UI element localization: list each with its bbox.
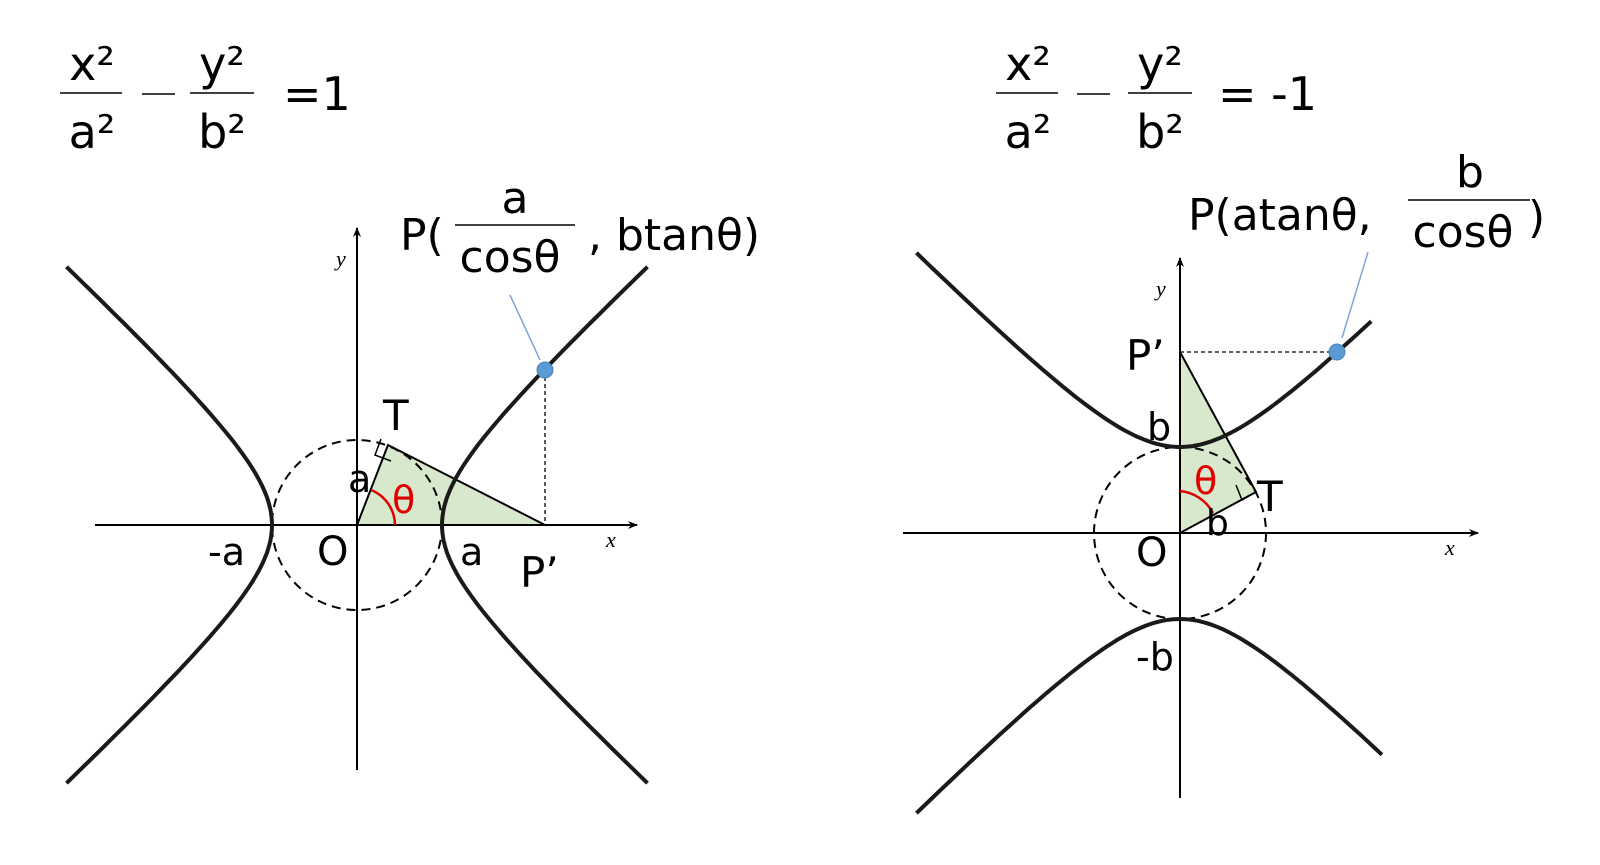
leader-line	[1341, 251, 1369, 339]
right-graph: P(atanθ, b cosθ ) P’ b θ T b O -b x y	[903, 147, 1545, 815]
hyperbola-branches	[65, 265, 649, 785]
label-theta: θ	[1194, 459, 1217, 503]
point-P	[1328, 343, 1346, 361]
right-angle-mark	[374, 438, 392, 462]
label-theta: θ	[392, 478, 415, 522]
eq-den-b2: b²	[1136, 105, 1184, 159]
eq-den-a2: a²	[69, 105, 116, 159]
label-O: O	[317, 529, 348, 575]
theta-arc	[1179, 489, 1215, 514]
label-neg-a: -a	[208, 530, 245, 574]
label-T: T	[382, 391, 409, 440]
label-O: O	[1136, 530, 1167, 576]
left-equation: x² a² y² b² =1	[60, 37, 351, 159]
auxiliary-circle	[1093, 446, 1267, 620]
label-x: x	[1444, 535, 1455, 560]
point-P-label-suffix: , btanθ)	[588, 210, 760, 261]
label-neg-b: -b	[1136, 635, 1174, 679]
point-P-label-suffix: )	[1528, 192, 1545, 243]
label-P-prime: P’	[1126, 331, 1165, 380]
eq-rhs: = -1	[1218, 67, 1317, 121]
eq-num-y2: y²	[199, 37, 245, 91]
label-y: y	[1154, 276, 1166, 301]
leader-line	[509, 294, 541, 361]
point-P-frac-num: a	[502, 173, 529, 224]
right-equation: x² a² y² b² = -1	[996, 37, 1317, 159]
label-P-prime: P’	[520, 548, 559, 597]
point-P-frac-den: cosθ	[460, 232, 561, 283]
point-P-label-prefix: P(atanθ,	[1188, 190, 1372, 241]
label-y: y	[334, 246, 346, 271]
label-b-axis: b	[1147, 405, 1171, 449]
label-T: T	[1256, 472, 1283, 521]
point-P-frac-num: b	[1456, 147, 1484, 198]
point-P-frac-den: cosθ	[1413, 207, 1514, 258]
label-a-axis: a	[460, 530, 483, 574]
eq-num-y2: y²	[1137, 37, 1183, 91]
label-b-side: b	[1206, 503, 1229, 544]
right-angle-mark	[1235, 484, 1253, 502]
left-graph: P( a cosθ , btanθ) T a θ -a O a P’ x y	[65, 173, 760, 785]
point-P	[536, 361, 554, 379]
label-x: x	[605, 527, 616, 552]
hyperbola-branches	[915, 251, 1384, 815]
eq-den-a2: a²	[1005, 105, 1052, 159]
eq-num-x2: x²	[69, 37, 115, 91]
eq-den-b2: b²	[198, 105, 246, 159]
label-a-side: a	[348, 457, 371, 501]
point-P-label-prefix: P(	[400, 210, 444, 261]
theta-arc	[370, 488, 397, 526]
eq-num-x2: x²	[1005, 37, 1051, 91]
eq-rhs: =1	[283, 67, 351, 121]
